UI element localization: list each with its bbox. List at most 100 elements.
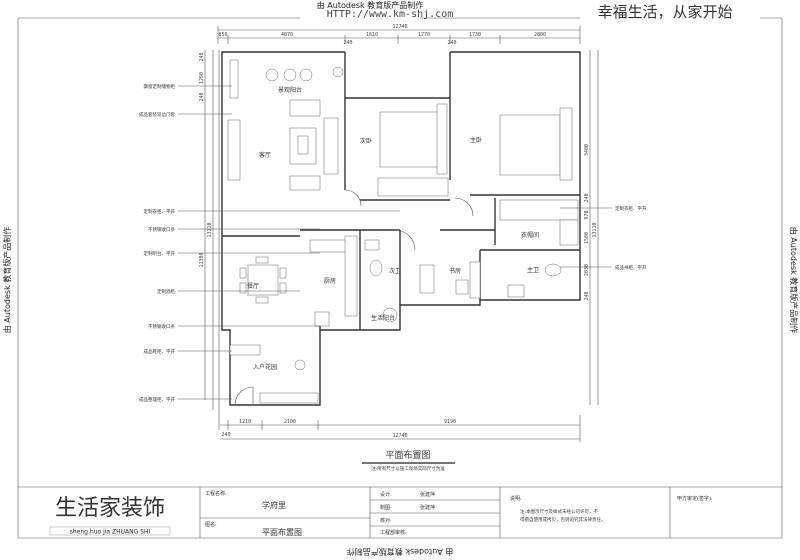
- room-label: 生活阳台: [371, 314, 395, 322]
- tv-cabinet: [227, 119, 241, 181]
- toilet-master: [544, 263, 562, 277]
- dim-top: 850: [218, 32, 227, 38]
- room-label: 厨房: [324, 277, 336, 285]
- bed-secondary: [379, 111, 439, 168]
- dim-right-total: 13110: [592, 222, 598, 237]
- annotation-label: 成品鞋柜、平开: [144, 348, 176, 355]
- dim-bottom: 9190: [444, 419, 456, 425]
- annotation-label: 成品套装双边门套: [139, 111, 175, 118]
- autodesk-watermark-right: 由 Autodesk 教育版产品制作: [789, 227, 799, 333]
- designer-label: 设计:: [380, 491, 392, 498]
- room-label: 景观阳台: [278, 86, 302, 94]
- designer-value: 张建萍: [420, 491, 435, 498]
- sofa-single: [289, 99, 321, 117]
- dim-bottom-total: 12740: [392, 433, 407, 439]
- autodesk-watermark-bottom: 由 Autodesk 教育版产品制作: [347, 547, 453, 557]
- dining-table: [247, 264, 279, 296]
- dim-right: 970: [584, 210, 590, 219]
- notes-line-1: 注:本图示尺寸及样式未经公司许可，不: [520, 508, 599, 515]
- dim-top: 1730: [469, 32, 481, 38]
- bottom-dimensions: 1210 2100 9190 240 12740: [220, 415, 581, 442]
- left-dimensions: 240 1250 240 13110 11300: [199, 50, 220, 430]
- audit-label: 工程部审核:: [380, 529, 407, 536]
- annotation-label: 飘窗定制储物柜: [144, 83, 176, 90]
- room-label: 衣帽间: [521, 231, 539, 239]
- room-label: 餐厅: [247, 282, 259, 290]
- client-approval-label: 甲方审定(签字):: [677, 495, 713, 502]
- dim-left: 240: [199, 92, 205, 101]
- dim-bottom: 2100: [284, 419, 296, 425]
- annotation-label: 定制衣柜、平开: [615, 205, 647, 212]
- annotation-label: 定制酒柜: [157, 288, 175, 295]
- slogan: 幸福生活，从家开始: [597, 3, 732, 21]
- drafter-label: 制图:: [380, 504, 392, 511]
- shoe-cabinet: [229, 344, 261, 356]
- room-label: 次卫: [389, 267, 401, 275]
- company-logo-pinyin: sheng huo jia ZHUANG SHI: [70, 529, 151, 536]
- bookcase: [469, 261, 481, 299]
- dim-right: 240: [584, 291, 590, 300]
- drawing-title: 平面布置图: [385, 449, 430, 461]
- toilet: [369, 259, 383, 277]
- right-dimensions: 3400 240 970 1500 2030 240 13110: [584, 50, 599, 405]
- autodesk-watermark-top: 由 Autodesk 教育版产品制作: [317, 0, 423, 10]
- room-label: 入户花园: [253, 363, 277, 371]
- dim-right: 240: [584, 193, 590, 202]
- room-label: 主卫: [527, 266, 539, 274]
- wardrobe: [377, 177, 449, 197]
- project-name-value: 学府里: [262, 500, 286, 510]
- top-dimensions: 12740 850 4070 1610 1770 1730 2800 240 2…: [217, 24, 581, 46]
- annotation-label: 成品书柜、平开: [615, 264, 647, 271]
- washing-machine: [382, 307, 398, 323]
- company-logo: 生活家装饰: [55, 496, 165, 521]
- annotation-label: 不锈钢收口条: [148, 323, 175, 330]
- room-label: 主卧: [470, 136, 482, 144]
- drawing-name-label: 图名:: [205, 521, 217, 528]
- notes-label: 说明:: [510, 495, 522, 502]
- dim-left: 1250: [199, 72, 205, 84]
- annotation-label: 定制衣柜、平开: [144, 208, 176, 215]
- dim-top-total: 12740: [392, 24, 407, 30]
- study-sofa: [419, 264, 435, 294]
- dim-top-wall: 240: [447, 40, 456, 46]
- sheet-frame: [17, 17, 783, 539]
- project-name-label: 工程名称:: [205, 490, 227, 497]
- entry-door: [234, 386, 254, 406]
- autodesk-watermark-left: 由 Autodesk 教育版产品制作: [2, 227, 12, 333]
- room-label: 客厅: [259, 151, 271, 159]
- dim-top-wall: 240: [343, 40, 352, 46]
- bar-counter: [309, 239, 347, 253]
- bed-master: [499, 114, 561, 176]
- notes-line-2: 得擅自使用或拷贝，否则追究其法律责任。: [520, 516, 606, 523]
- dim-right: 2030: [584, 264, 590, 276]
- left-annotations: 飘窗定制储物柜 成品套装双边门套 定制衣柜、平开 不锈钢收口条 定制吧台、平开 …: [139, 83, 400, 403]
- walls: [221, 51, 581, 406]
- title-block: 生活家装饰 sheng huo jia ZHUANG SHI 工程名称: 学府里…: [49, 487, 713, 538]
- dim-bottom-wall: 240: [221, 432, 230, 438]
- dim-bottom: 1210: [239, 419, 251, 425]
- drafter-value: 张建萍: [420, 504, 435, 511]
- kitchen-counter: [344, 235, 358, 317]
- drawing-name-value: 平面布置图: [262, 527, 302, 537]
- bay-window-cabinet: [229, 59, 239, 99]
- checker-label: 核对:: [380, 517, 392, 524]
- walk-in-wardrobe: [499, 199, 579, 221]
- annotation-label: 成品整理柜、平开: [139, 396, 175, 403]
- dim-top: 1770: [418, 32, 430, 38]
- dim-top: 1610: [366, 32, 378, 38]
- dim-right: 3400: [584, 144, 590, 156]
- dim-top: 4070: [281, 32, 293, 38]
- logo-pinyin-box: [49, 526, 171, 536]
- room-label: 次卧: [360, 137, 372, 145]
- sofa: [323, 117, 339, 175]
- annotation-label: 定制吧台、平开: [144, 250, 176, 257]
- annotation-label: 不锈钢收口条: [148, 226, 175, 233]
- storage-cabinet: [259, 392, 319, 404]
- dim-left: 240: [199, 52, 205, 61]
- furniture: [227, 59, 579, 406]
- drawing-note: 注:所有尺寸以施工现场实际尺寸为准: [371, 465, 445, 472]
- room-labels: 景观阳台 客厅 次卧 主卧 衣帽间 餐厅 厨房 次卫 书房 主卫 生活阳台 入户…: [247, 86, 539, 371]
- website-url: HTTP://www.km-shj.com: [327, 9, 453, 20]
- dim-left-inner: 11300: [199, 252, 205, 267]
